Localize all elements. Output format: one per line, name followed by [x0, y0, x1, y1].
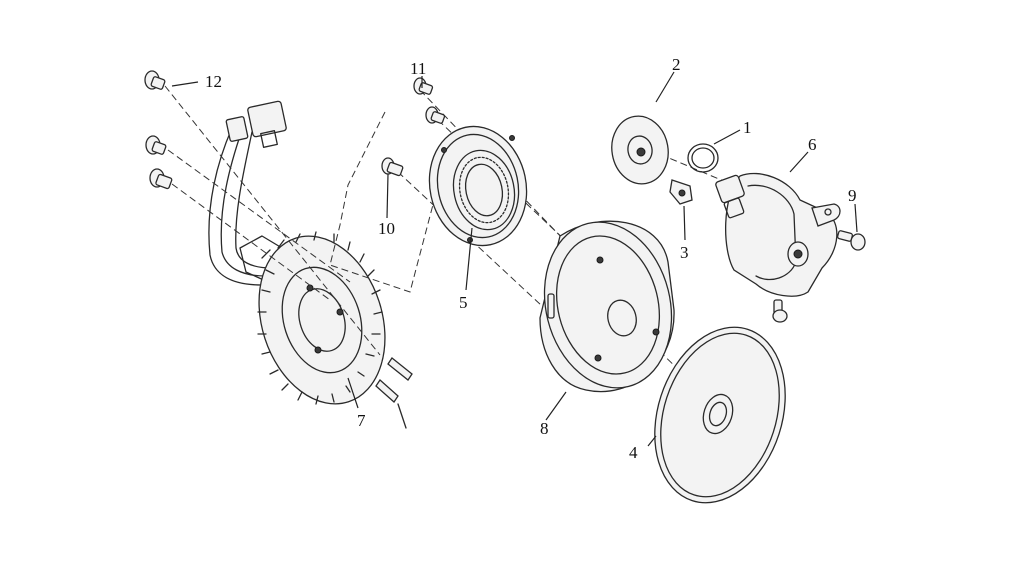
starter-motor	[715, 172, 841, 297]
gear-shaft	[669, 179, 693, 205]
stator-screws	[144, 70, 173, 190]
o-ring	[687, 143, 719, 173]
callout-5: 5	[459, 293, 468, 312]
harness-connector	[247, 100, 287, 138]
callout-6: 6	[808, 135, 817, 154]
callout-8: 8	[540, 419, 549, 438]
starter-bolts	[772, 230, 866, 323]
callout-10: 10	[378, 219, 395, 238]
flywheel-rotor	[539, 220, 675, 393]
screw-upper	[145, 135, 167, 155]
callout-4: 4	[629, 443, 638, 462]
starter-clutch	[428, 125, 528, 247]
callout-1: 1	[743, 118, 752, 137]
callout-9: 9	[848, 186, 857, 205]
bolt-motor-lower	[772, 299, 788, 323]
callout-12: 12	[205, 72, 222, 91]
callout-7: 7	[357, 411, 366, 430]
idle-gear-plate	[611, 115, 669, 185]
screw-lower	[149, 168, 173, 190]
bolt-9	[837, 230, 866, 251]
cover-plate	[654, 326, 786, 504]
stator-assembly	[208, 100, 386, 405]
callout-11: 11	[410, 59, 426, 78]
callout-labels: 1 2 3 4 5 6 7 8 9 10 11 12	[205, 55, 857, 462]
leader-lines	[171, 71, 858, 447]
callout-2: 2	[672, 55, 681, 74]
stator-coil	[257, 231, 386, 405]
bolt-11	[413, 77, 434, 95]
stator-pins	[375, 357, 413, 429]
bolt-10	[381, 157, 404, 177]
callout-3: 3	[680, 243, 689, 262]
bolt-11b	[425, 106, 446, 124]
screw-12	[144, 70, 166, 90]
